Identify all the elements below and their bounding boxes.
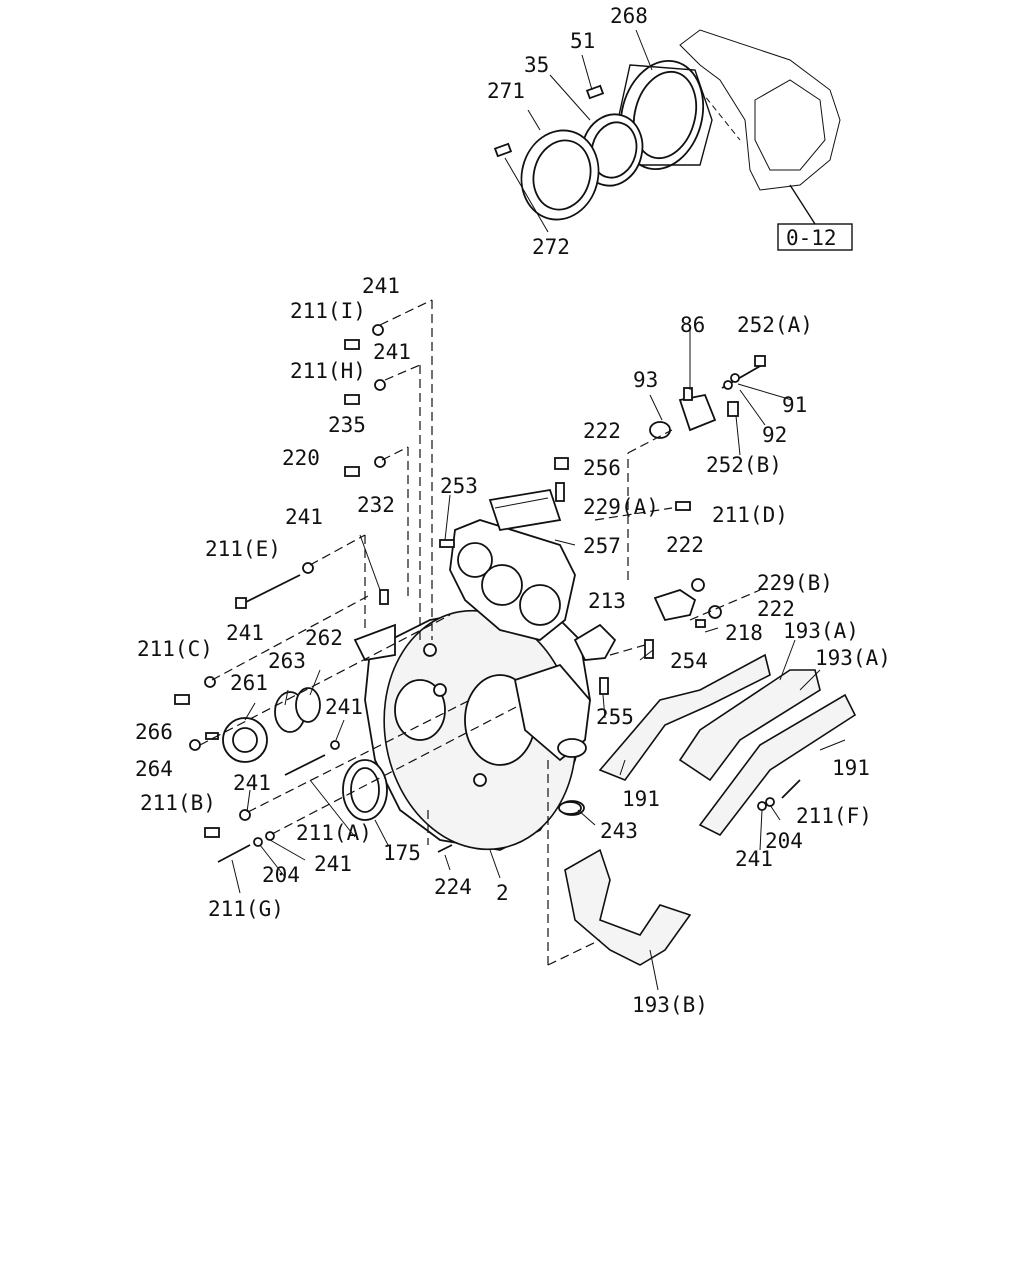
callout-label: 213 bbox=[588, 589, 626, 613]
callout-label: 253 bbox=[440, 474, 478, 498]
callout-label: 193(A) bbox=[815, 646, 891, 670]
callout-label: 92 bbox=[762, 423, 787, 447]
callout-label: 191 bbox=[832, 756, 870, 780]
callout-label: 241 bbox=[362, 274, 400, 298]
callout-label: 211(D) bbox=[712, 503, 788, 527]
callout-label: 204 bbox=[262, 863, 300, 887]
callout-label: 241 bbox=[325, 695, 363, 719]
callout-label: 86 bbox=[680, 313, 705, 337]
callout-label: 252(B) bbox=[706, 453, 782, 477]
callout-label: 266 bbox=[135, 720, 173, 744]
callout-label: 193(B) bbox=[632, 993, 708, 1017]
callout-label: 252(A) bbox=[737, 313, 813, 337]
callout-label: 261 bbox=[230, 671, 268, 695]
callout-label: 211(B) bbox=[140, 791, 216, 815]
callout-label: 211(F) bbox=[796, 804, 872, 828]
callout-label: 211(H) bbox=[290, 359, 366, 383]
callout-label: 2 bbox=[496, 881, 509, 905]
reference-box-label: 0-12 bbox=[786, 226, 837, 250]
callout-label: 191 bbox=[622, 787, 660, 811]
rear-seal-assembly bbox=[493, 29, 853, 251]
callout-label: 175 bbox=[383, 841, 421, 865]
flywheel-housing bbox=[353, 488, 591, 851]
callout-label: 211(I) bbox=[290, 299, 366, 323]
callout-label: 241 bbox=[735, 847, 773, 871]
callout-label: 35 bbox=[524, 53, 549, 77]
callout-label: 264 bbox=[135, 757, 173, 781]
callout-label: 211(C) bbox=[137, 637, 213, 661]
callout-label: 263 bbox=[268, 649, 306, 673]
callout-label: 254 bbox=[670, 649, 708, 673]
callout-label: 193(A) bbox=[783, 619, 859, 643]
callout-label: 256 bbox=[583, 456, 621, 480]
callout-label: 91 bbox=[782, 393, 807, 417]
callout-label: 93 bbox=[633, 368, 658, 392]
callout-label: 268 bbox=[610, 4, 648, 28]
callout-label: 271 bbox=[487, 79, 525, 103]
callout-label: 272 bbox=[532, 235, 570, 259]
right-fastener-set bbox=[439, 355, 857, 966]
left-fastener-set bbox=[174, 324, 453, 863]
callout-labels: 268 51 35 271 272 241 211(I) 241 211(H) … bbox=[135, 4, 891, 1017]
callout-label: 222 bbox=[583, 419, 621, 443]
callout-label: 220 bbox=[282, 446, 320, 470]
callout-label: 257 bbox=[583, 534, 621, 558]
callout-label: 229(B) bbox=[757, 571, 833, 595]
callout-label: 241 bbox=[373, 340, 411, 364]
callout-label: 241 bbox=[314, 852, 352, 876]
callout-label: 218 bbox=[725, 621, 763, 645]
callout-label: 222 bbox=[757, 597, 795, 621]
callout-label: 211(E) bbox=[205, 537, 281, 561]
callout-label: 229(A) bbox=[583, 495, 659, 519]
callout-label: 211(A) bbox=[296, 821, 372, 845]
callout-label: 232 bbox=[357, 493, 395, 517]
callout-label: 235 bbox=[328, 413, 366, 437]
callout-label: 241 bbox=[233, 771, 271, 795]
callout-label: 224 bbox=[434, 875, 472, 899]
leader-lines bbox=[199, 29, 846, 991]
callout-label: 222 bbox=[666, 533, 704, 557]
callout-label: 241 bbox=[285, 505, 323, 529]
callout-label: 262 bbox=[305, 626, 343, 650]
callout-label: 241 bbox=[226, 621, 264, 645]
callout-label: 204 bbox=[765, 829, 803, 853]
callout-label: 243 bbox=[600, 819, 638, 843]
callout-label: 255 bbox=[596, 705, 634, 729]
callout-label: 211(G) bbox=[208, 897, 284, 921]
callout-label: 51 bbox=[570, 29, 595, 53]
